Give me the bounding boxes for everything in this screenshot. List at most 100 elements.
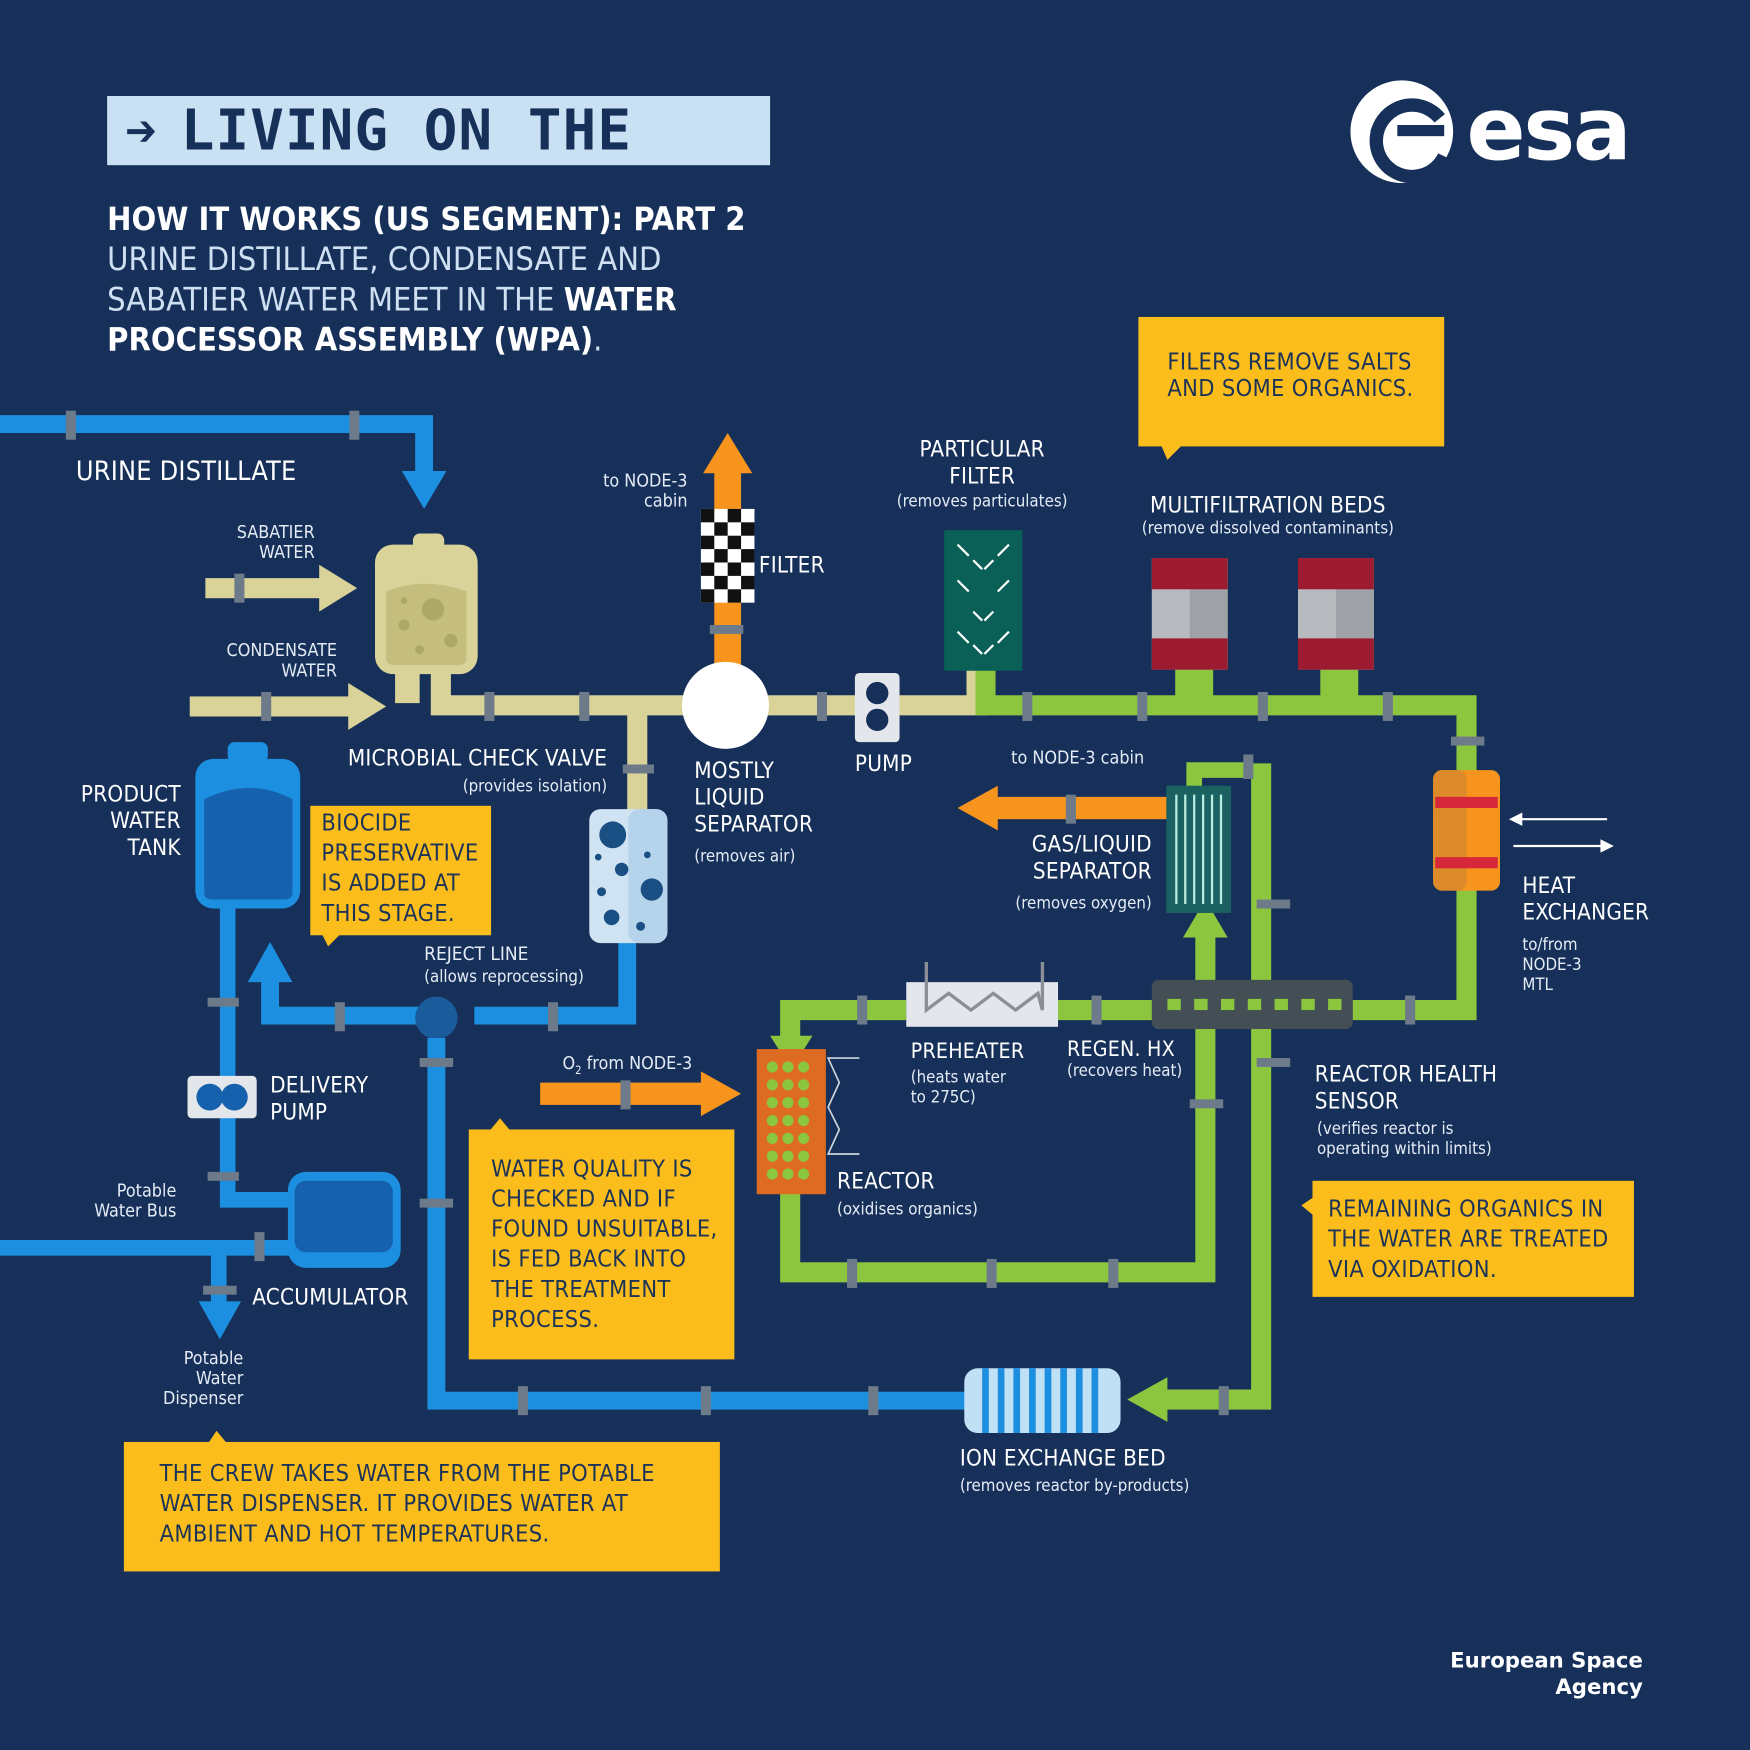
callout-line: PROCESS. xyxy=(491,1305,600,1333)
potable-pipes xyxy=(0,415,969,1410)
mixing-tank xyxy=(374,533,478,704)
label-regen-hx: REGEN. HX xyxy=(1066,1036,1175,1062)
filter-icon xyxy=(700,508,755,603)
callout-line: REMAINING ORGANICS IN xyxy=(1328,1195,1604,1223)
label-line: SEPARATOR xyxy=(1032,857,1152,884)
reject-separator-tank xyxy=(589,809,668,944)
label-line: WATER xyxy=(110,806,181,834)
label-accumulator: ACCUMULATOR xyxy=(252,1283,409,1311)
callout-line: PRESERVATIVE xyxy=(321,839,479,867)
label-line: PARTICULAR xyxy=(919,435,1045,463)
liquid-separator-icon xyxy=(681,661,769,749)
note-reject-line: (allows reprocessing) xyxy=(424,966,584,987)
oxygen-arrow-left-icon xyxy=(957,785,998,831)
reactor-icon xyxy=(756,1049,860,1195)
callout-line: FOUND UNSUITABLE, xyxy=(491,1215,718,1243)
delivery-pump-icon xyxy=(187,1075,257,1119)
label-line: (heats water xyxy=(910,1066,1007,1088)
label-line: operating within limits) xyxy=(1316,1138,1492,1159)
arrow-right-icon: ➔ xyxy=(124,106,157,156)
gas-liquid-separator-icon xyxy=(1166,785,1232,913)
callout-line: IS ADDED AT xyxy=(321,869,461,897)
o2-symbol: O xyxy=(562,1052,576,1074)
callout-line: AMBIENT AND HOT TEMPERATURES. xyxy=(159,1520,550,1547)
label-line: to/from xyxy=(1522,934,1578,955)
label-line: Potable xyxy=(116,1179,177,1201)
o2-text: from NODE-3 xyxy=(581,1052,693,1074)
reject-arrow-icon xyxy=(247,941,293,983)
label-line: NODE-3 xyxy=(1522,954,1582,975)
callout-line: THE TREATMENT xyxy=(491,1275,671,1303)
dispenser-arrow-icon xyxy=(198,1301,242,1340)
label-ion-exchange-bed: ION EXCHANGE BED xyxy=(959,1444,1166,1471)
pipe-joints xyxy=(65,410,1485,1416)
label-line: LIQUID xyxy=(694,783,765,811)
title-banner: ➔ LIVING ON THE ISS xyxy=(107,95,771,228)
label-line: MTL xyxy=(1522,974,1553,995)
label-line: DELIVERY xyxy=(270,1071,369,1099)
note-regen-hx: (recovers heat) xyxy=(1066,1060,1183,1081)
label-line: to NODE-3 xyxy=(603,469,688,492)
label-line: FILTER xyxy=(949,462,1016,489)
note-gas-liquid-separator: (removes oxygen) xyxy=(1015,892,1152,913)
note-mostly-liquid-separator: (removes air) xyxy=(694,845,796,867)
callout-line: BIOCIDE xyxy=(321,809,412,836)
label-pump: PUMP xyxy=(854,749,913,777)
callout-line: IS FED BACK INTO xyxy=(491,1245,687,1273)
label-line: MOSTLY xyxy=(694,756,775,784)
subtitle-highlight: WATER PROCESSOR ASSEMBLY (WPA) xyxy=(107,280,677,359)
note-multifiltration-beds: (remove dissolved contaminants) xyxy=(1141,517,1394,538)
subtitle-heading: HOW IT WORKS (US SEGMENT): PART 2 xyxy=(107,199,746,238)
callout-line: VIA OXIDATION. xyxy=(1328,1255,1497,1283)
note-particular-filter: (removes particulates) xyxy=(896,491,1068,512)
o2-subscript: 2 xyxy=(575,1064,582,1078)
label-to-node3-cabin-mid: to NODE-3 cabin xyxy=(1011,746,1145,768)
label-line: GAS/LIQUID xyxy=(1031,830,1152,858)
callout-line: FILERS REMOVE SALTS xyxy=(1167,348,1412,375)
label-line: to 275C) xyxy=(910,1087,976,1108)
label-line: EXCHANGER xyxy=(1522,898,1650,926)
callout-line: WATER DISPENSER. IT PROVIDES WATER AT xyxy=(159,1489,629,1517)
multifiltration-bed-1 xyxy=(1151,558,1228,670)
label-line: (verifies reactor is xyxy=(1316,1118,1454,1139)
label-reactor: REACTOR xyxy=(837,1167,935,1195)
label-multifiltration-beds: MULTIFILTRATION BEDS xyxy=(1149,491,1386,518)
pump-icon xyxy=(854,672,900,743)
callout-line: THE WATER ARE TREATED xyxy=(1328,1225,1609,1253)
label-microbial-check-valve: MICROBIAL CHECK VALVE xyxy=(347,744,608,772)
label-line: WATER xyxy=(259,541,315,563)
treated-loop-pipes xyxy=(770,669,1477,1422)
heat-exchanger-icon xyxy=(1433,770,1614,891)
air-arrow-up-icon xyxy=(703,433,753,474)
label-line: PRODUCT xyxy=(80,780,181,807)
urine-arrow-icon xyxy=(401,470,447,509)
credit-text: European Space Agency xyxy=(1450,1648,1643,1700)
label-reject-line: REJECT LINE xyxy=(424,943,529,966)
label-o2-from-node3: O2 from NODE-3 xyxy=(562,1052,693,1082)
note-microbial-check-valve: (provides isolation) xyxy=(462,775,608,796)
subtitle-text: URINE DISTILLATE, CONDENSATE AND SABATIE… xyxy=(107,239,662,319)
reject-junction xyxy=(415,996,458,1040)
label-line: PUMP xyxy=(270,1098,328,1125)
label-line: Dispenser xyxy=(162,1387,244,1409)
label-line: Water Bus xyxy=(94,1199,177,1221)
multifiltration-bed-2 xyxy=(1297,558,1374,670)
callout-line: WATER QUALITY IS xyxy=(491,1155,693,1182)
esa-logo-icon xyxy=(1350,80,1454,184)
label-preheater: PREHEATER xyxy=(910,1039,1025,1064)
label-filter: FILTER xyxy=(758,551,825,579)
o2-arrow-right-icon xyxy=(700,1071,742,1117)
